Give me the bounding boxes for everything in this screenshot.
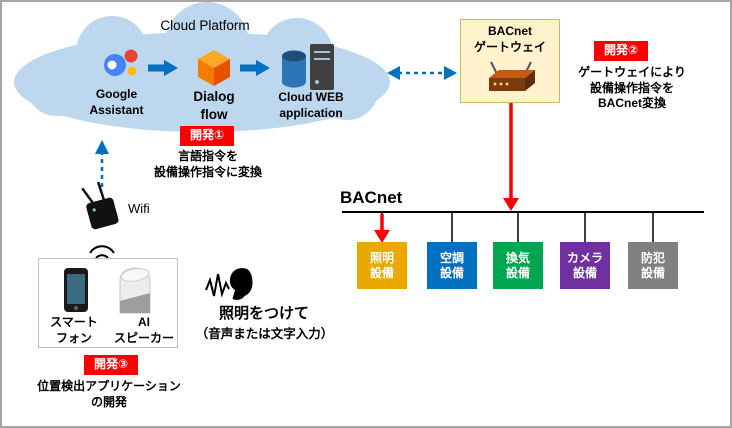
- arrow-right-icon: [148, 60, 178, 76]
- equipment-label: 換気 設備: [505, 250, 530, 280]
- dev2-description: ゲートウェイにより 設備操作指令を BACnet変換: [578, 65, 686, 111]
- gateway-router-icon: [489, 61, 535, 91]
- equipment-box-aircon: 空調 設備: [427, 242, 477, 289]
- bacnet-gateway-label: BACnet ゲートウェイ: [473, 24, 546, 54]
- cloud-web-label: Cloud WEB application: [278, 90, 344, 120]
- equipment-box-security: 防犯 設備: [628, 242, 678, 289]
- google-assistant-icon: [104, 49, 138, 76]
- google-assistant-label: Google Assistant: [89, 87, 144, 117]
- bacnet-bus-label: BACnet: [340, 188, 403, 207]
- wifi-router-icon: [81, 181, 119, 230]
- dev3-description: 位置検出アプリケーション の開発: [37, 379, 181, 409]
- dev2-badge: 開発②: [594, 41, 649, 61]
- smartphone-label: スマート フォン: [50, 315, 98, 345]
- arrow-right-icon: [240, 60, 270, 76]
- equipment-box-lighting: 照明 設備: [357, 242, 407, 289]
- server-icon: [310, 44, 334, 90]
- smartphone-icon: [64, 268, 88, 312]
- cloud-platform-title: Cloud Platform: [160, 18, 250, 33]
- speech-command-text: 照明をつけて: [218, 305, 309, 322]
- dotted-double-arrow: [387, 66, 457, 80]
- dotted-up-arrow: [95, 140, 109, 187]
- equipment-label: 防犯 設備: [640, 250, 665, 280]
- dev3-badge: 開発③: [84, 355, 139, 375]
- ai-speaker-icon: [119, 267, 151, 314]
- dev1-description: 言語指令を 設備操作指令に変換: [153, 149, 262, 179]
- database-icon: [282, 50, 306, 88]
- bacnet-gateway-box: BACnet ゲートウェイ: [460, 19, 560, 103]
- equipment-label: カメラ 設備: [566, 250, 603, 280]
- dev1-badge: 開発①: [180, 126, 235, 146]
- equipment-label: 照明 設備: [369, 250, 394, 280]
- equipment-box-ventilation: 換気 設備: [493, 242, 543, 289]
- user-devices-box: スマート フォン AI スピーカー: [38, 258, 178, 348]
- dialogflow-cube-icon: [198, 50, 230, 86]
- wifi-label: Wifi: [128, 201, 150, 216]
- bacnet-bus-line: [342, 211, 704, 242]
- red-command-arrow: [374, 103, 519, 243]
- speech-note-text: （音声または文字入力）: [195, 327, 334, 341]
- equipment-label: 空調 設備: [439, 250, 464, 280]
- dialogflow-label: Dialog flow: [193, 89, 235, 122]
- speaking-person-icon: [205, 268, 253, 300]
- equipment-box-camera: カメラ 設備: [560, 242, 610, 289]
- ai-speaker-label: AI スピーカー: [113, 315, 174, 345]
